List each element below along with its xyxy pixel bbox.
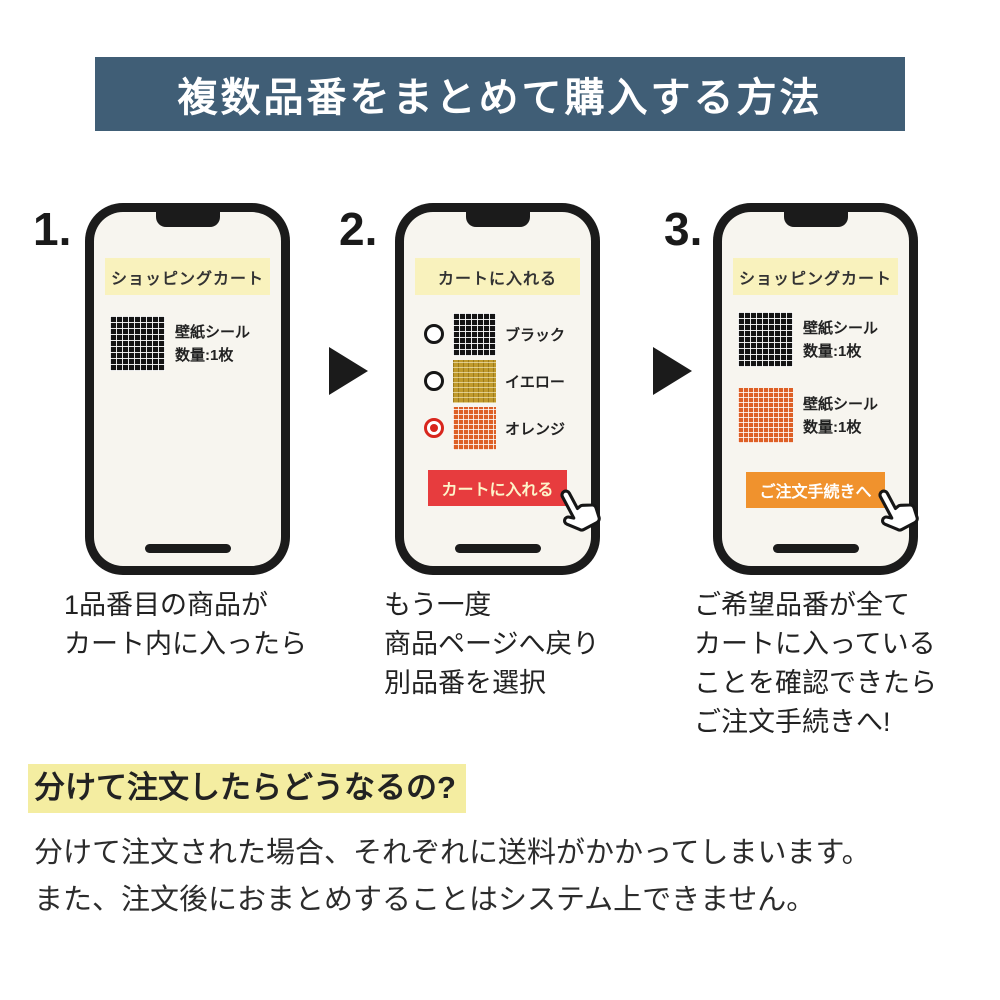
- caption-line: カートに入っている: [694, 629, 936, 659]
- item-name: 壁紙シール: [803, 395, 879, 413]
- step-2-number: 2.: [339, 203, 378, 255]
- color-option-yellow: イエロー: [424, 359, 565, 403]
- item-qty: 数量:1枚: [803, 418, 862, 436]
- phone-notch-icon: [155, 212, 220, 227]
- faq-body-line: また、注文後におまとめすることはシステム上できません。: [34, 884, 816, 916]
- faq-body-line: 分けて注文された場合、それぞれに送料がかかってしまいます。: [34, 837, 871, 869]
- color-option-orange: オレンジ: [424, 406, 565, 450]
- option-label: オレンジ: [505, 420, 566, 438]
- item-qty: 数量:1枚: [803, 342, 862, 360]
- radio-yellow[interactable]: [424, 371, 444, 391]
- swatch-orange-icon: [738, 388, 793, 443]
- step-3-caption: ご希望品番が全て カートに入っている ことを確認できたら ご注文手続きへ!: [694, 586, 937, 742]
- cart-item-text: 壁紙シール 数量:1枚: [803, 317, 878, 363]
- cart-header: ショッピングカート: [733, 258, 898, 295]
- swatch-black-icon: [738, 312, 793, 367]
- option-label: ブラック: [505, 326, 566, 344]
- arrow-right-icon: [329, 347, 368, 395]
- phone-home-indicator: [144, 544, 231, 553]
- phone-step-2: カートに入れる ブラック イエロー オレンジ カートに入れる: [395, 203, 601, 575]
- caption-line: 別品番を選択: [384, 668, 546, 698]
- step-1-caption: 1品番目の商品が カート内に入ったら: [64, 586, 307, 664]
- step-1-number: 1.: [33, 203, 72, 255]
- cart-item: 壁紙シール 数量:1枚: [738, 388, 903, 443]
- option-label: イエロー: [505, 373, 565, 391]
- phone-screen: カートに入れる ブラック イエロー オレンジ カートに入れる: [404, 212, 601, 566]
- item-name: 壁紙シール: [175, 323, 251, 341]
- phone-home-indicator: [454, 544, 541, 553]
- hand-cursor-icon: [878, 489, 919, 532]
- caption-line: もう一度: [384, 590, 492, 620]
- radio-black[interactable]: [424, 324, 444, 344]
- phone-step-3: ショッピングカート 壁紙シール 数量:1枚 壁紙シール 数量:1枚 ご注文手続き…: [713, 203, 919, 575]
- add-to-cart-button[interactable]: カートに入れる: [428, 470, 567, 506]
- faq-heading-text: 分けて注文したらどうなるの?: [28, 764, 466, 813]
- phone-step-1: ショッピングカート 壁紙シール 数量:1枚: [85, 203, 290, 575]
- caption-line: ことを確認できたら: [694, 668, 937, 698]
- title-banner: 複数品番をまとめて購入する方法: [95, 57, 905, 131]
- faq-body: 分けて注文された場合、それぞれに送料がかかってしまいます。 また、注文後におまと…: [34, 830, 871, 924]
- phone-screen: ショッピングカート 壁紙シール 数量:1枚: [94, 212, 281, 566]
- caption-line: ご希望品番が全て: [694, 590, 910, 620]
- add-to-cart-header: カートに入れる: [415, 258, 580, 295]
- item-qty: 数量:1枚: [175, 346, 234, 364]
- cart-item: 壁紙シール 数量:1枚: [110, 316, 275, 371]
- cart-item-text: 壁紙シール 数量:1枚: [803, 393, 878, 439]
- caption-line: ご注文手続きへ!: [694, 707, 891, 737]
- step-2-caption: もう一度 商品ページへ戻り 別品番を選択: [384, 586, 599, 703]
- item-name: 壁紙シール: [803, 319, 879, 337]
- swatch-black-icon: [110, 316, 165, 371]
- step-3-number: 3.: [664, 203, 703, 255]
- cart-item: 壁紙シール 数量:1枚: [738, 312, 903, 367]
- phone-screen: ショッピングカート 壁紙シール 数量:1枚 壁紙シール 数量:1枚 ご注文手続き…: [722, 212, 919, 566]
- faq-heading: 分けて注文したらどうなるの?: [28, 762, 466, 813]
- caption-line: 1品番目の商品が: [64, 590, 269, 620]
- phone-home-indicator: [772, 544, 859, 553]
- swatch-orange-icon: [453, 406, 496, 450]
- hand-cursor-icon: [560, 489, 601, 532]
- radio-orange-selected[interactable]: [424, 418, 444, 438]
- page-title: 複数品番をまとめて購入する方法: [177, 76, 823, 120]
- swatch-black-icon: [453, 312, 496, 356]
- caption-line: カート内に入ったら: [64, 629, 307, 659]
- arrow-right-icon: [653, 347, 692, 395]
- color-option-black: ブラック: [424, 312, 565, 356]
- checkout-button[interactable]: ご注文手続きへ: [746, 472, 885, 508]
- cart-item-text: 壁紙シール 数量:1枚: [175, 321, 250, 367]
- swatch-yellow-icon: [453, 359, 496, 403]
- caption-line: 商品ページへ戻り: [384, 629, 600, 659]
- phone-notch-icon: [783, 212, 848, 227]
- cart-header: ショッピングカート: [105, 258, 270, 295]
- phone-notch-icon: [465, 212, 530, 227]
